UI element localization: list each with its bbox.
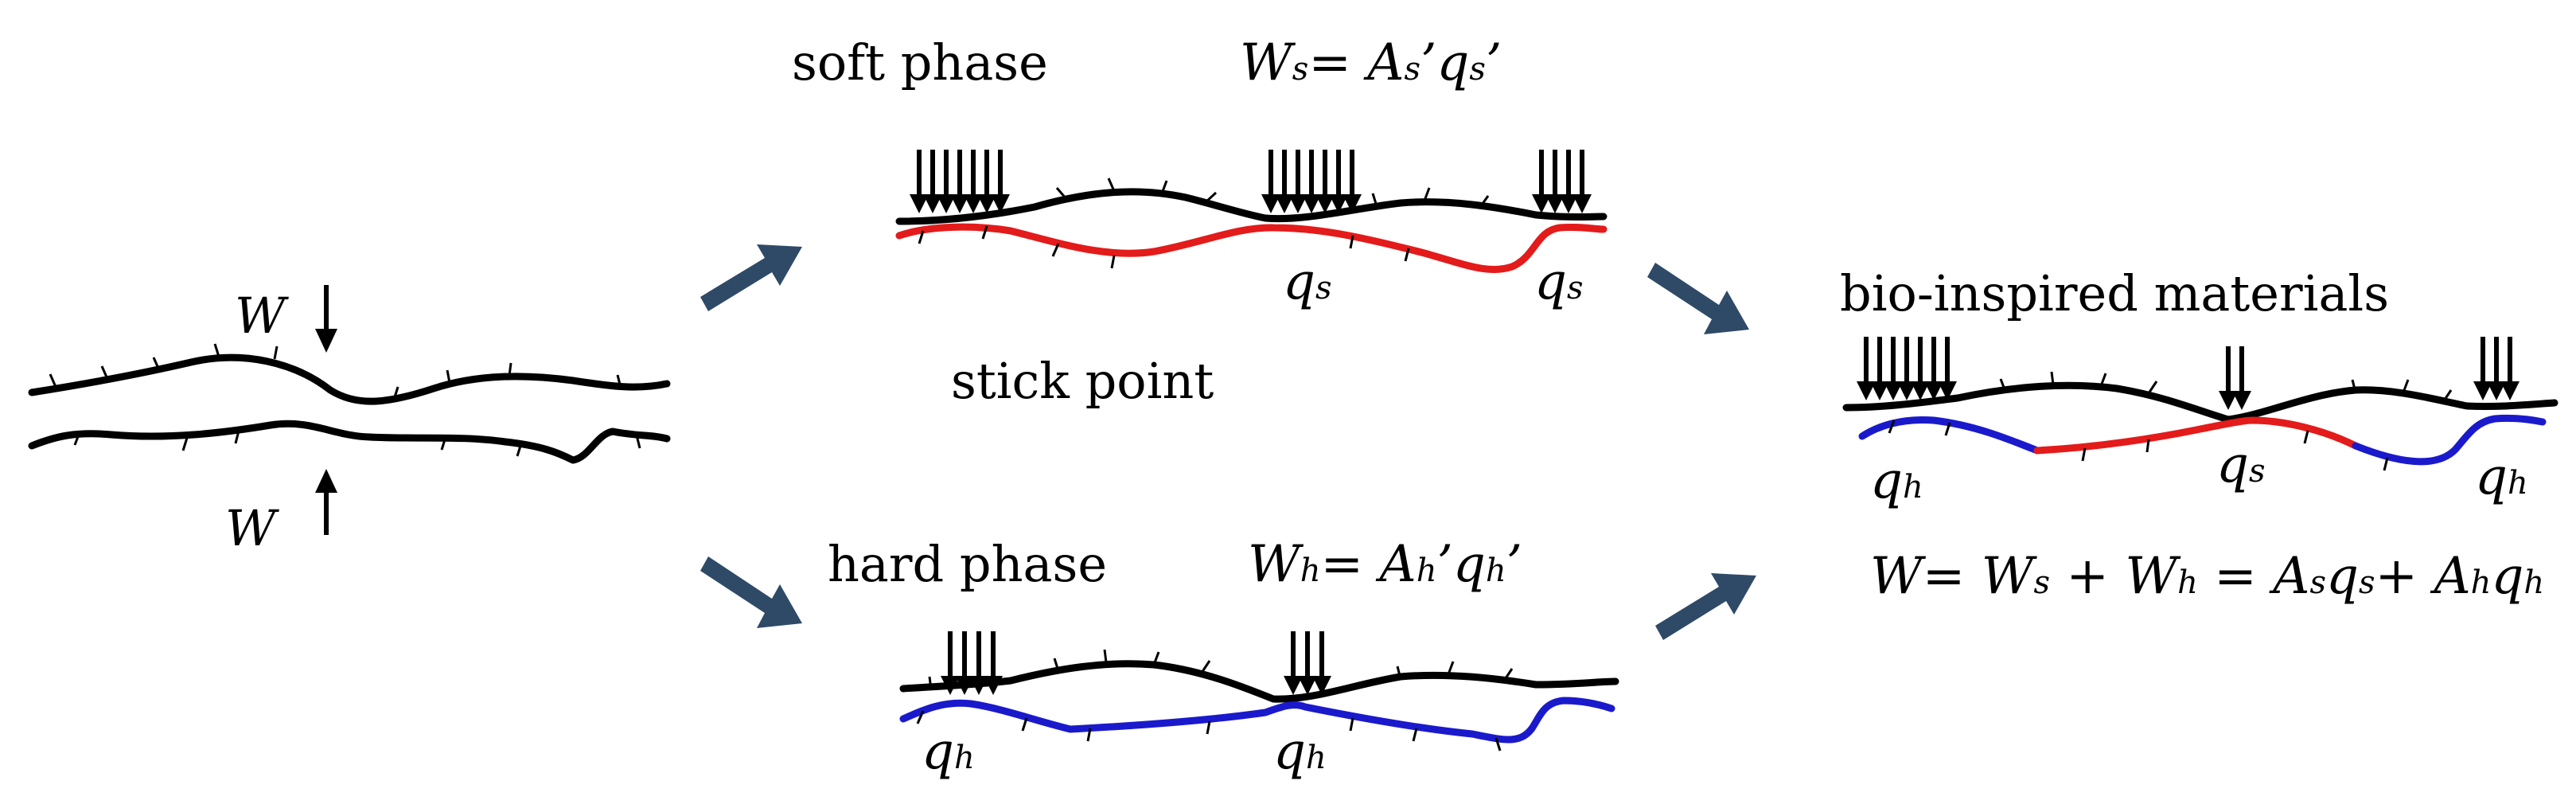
hard-phase-panel: hard phase Wh= Ah’qh’ <box>828 535 1619 781</box>
soft-upper-surface <box>895 188 1608 225</box>
arrow-soft-to-bio <box>1647 263 1749 334</box>
soft-lower-surface <box>895 223 1608 273</box>
bottom-load-arrow <box>315 469 337 535</box>
bio-soft-stress-label: qs <box>2216 435 2266 494</box>
hard-work-equation: Wh= Ah’qh’ <box>1248 535 1522 594</box>
stick-point-label: stick point <box>951 352 1214 410</box>
soft-contact-arrows-3 <box>1532 150 1592 213</box>
top-load-arrow <box>315 285 337 353</box>
bio-contact-arrows-1 <box>1857 337 1957 400</box>
total-work-equation: W= Ws + Wh = Asqs+ Ahqh <box>1870 547 2544 606</box>
hard-stress-label-2: qh <box>1273 722 1327 781</box>
bio-inspired-panel: bio-inspired materials <box>1840 264 2558 606</box>
hard-stress-label-1: qh <box>922 722 975 781</box>
hard-upper-surface <box>899 660 1619 703</box>
soft-work-equation: Ws= As’qs’ <box>1240 33 1502 92</box>
bio-surface-ticks <box>1888 371 2453 471</box>
hard-lower-surface <box>899 697 1615 744</box>
soft-phase-panel: soft phase Ws= As’qs’ <box>792 33 1608 410</box>
soft-stress-label-1: qs <box>1283 252 1332 311</box>
bio-hard-stress-label-1: qh <box>1870 451 1923 510</box>
initial-surfaces: W W <box>28 285 671 557</box>
bio-lower-hard-left <box>1858 416 2041 455</box>
bio-upper-surface <box>1842 381 2558 424</box>
soft-surface-ticks <box>918 178 1490 269</box>
bio-contact-arrows-2 <box>2219 346 2251 410</box>
bio-hard-stress-label-2: qh <box>2475 447 2528 506</box>
surface-ticks <box>49 343 641 457</box>
process-arrows <box>700 244 1756 640</box>
arrow-to-soft-phase <box>700 244 802 311</box>
bottom-load-label: W <box>225 499 279 557</box>
bio-inspired-title: bio-inspired materials <box>1840 264 2389 322</box>
soft-stress-label-2: qs <box>1534 252 1584 311</box>
lower-rough-surface <box>28 420 671 464</box>
soft-contact-arrows-2 <box>1261 150 1362 213</box>
upper-rough-surface <box>28 353 671 405</box>
top-load-label: W <box>235 287 289 345</box>
hard-surface-ticks <box>916 649 1514 751</box>
hard-phase-title: hard phase <box>828 535 1107 593</box>
hard-contact-arrows-2 <box>1284 631 1331 695</box>
soft-phase-title: soft phase <box>792 33 1048 92</box>
bio-lower-hard-right <box>2352 414 2547 466</box>
bio-contact-arrows-3 <box>2473 337 2519 400</box>
arrow-hard-to-bio <box>1655 573 1756 640</box>
soft-contact-arrows-1 <box>910 150 1010 213</box>
bio-lower-soft-middle <box>2033 416 2360 455</box>
arrow-to-hard-phase <box>700 556 802 628</box>
